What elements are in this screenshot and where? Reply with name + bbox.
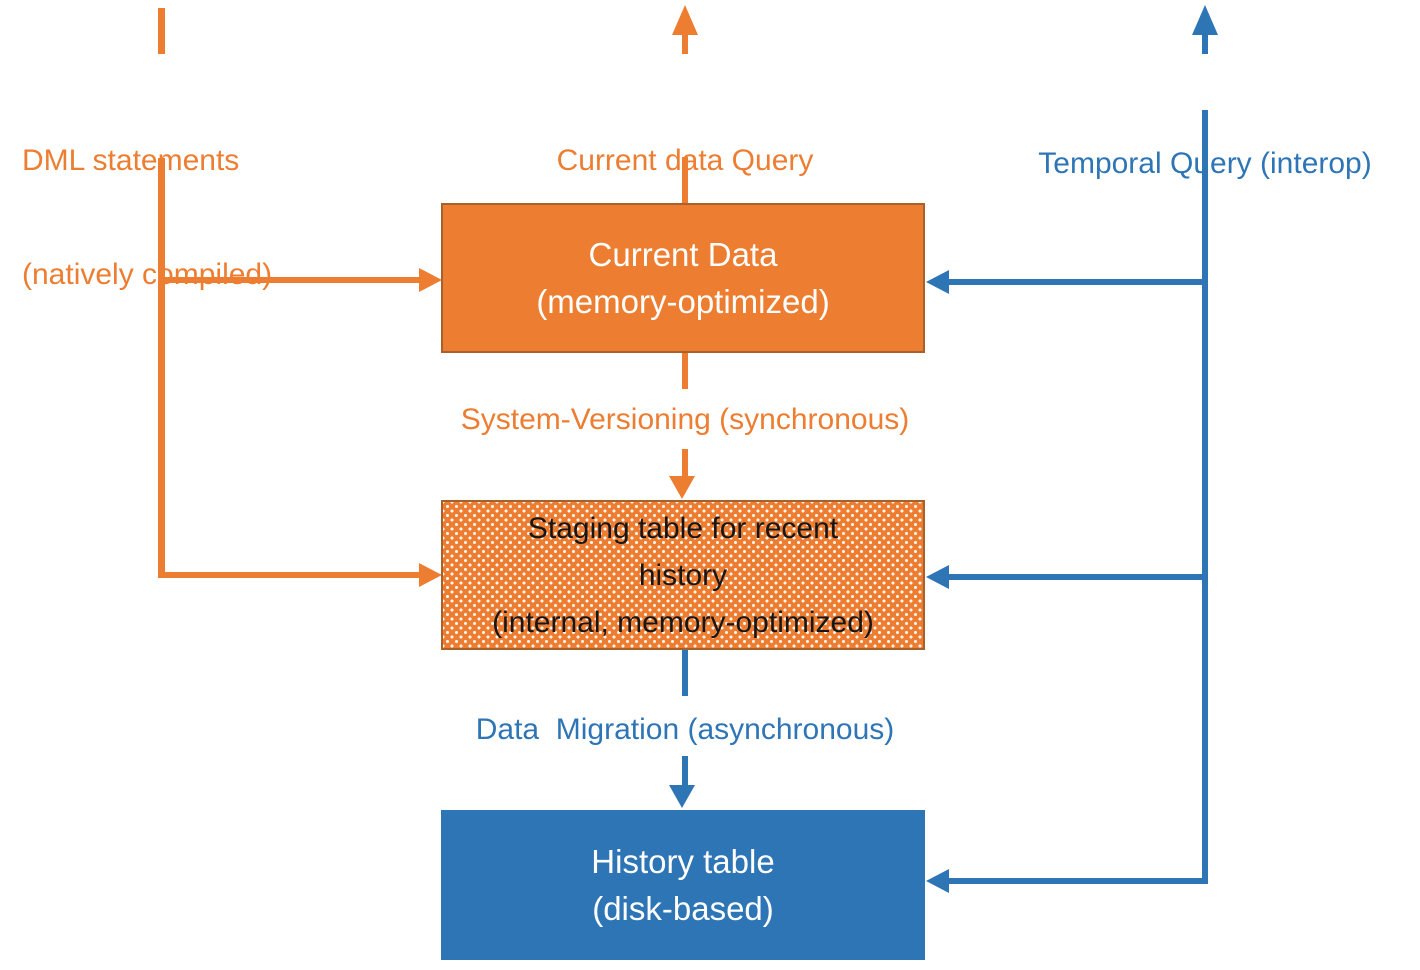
arrowhead-temporal-to-history-icon: [926, 869, 949, 893]
dml-statements-label-line2: (natively compiled): [22, 258, 273, 291]
arrowhead-dml-to-staging-icon: [419, 563, 442, 587]
temporal-query-label-line1: Temporal Query (interop): [1038, 147, 1372, 180]
history-table-node-line2: (disk-based): [592, 890, 774, 927]
current-query-arrow-tail-line: [682, 33, 688, 54]
temporal-branch-to-history-line: [948, 878, 1204, 884]
current-query-to-box-line: [682, 157, 688, 203]
temporal-query-arrow-tail-line: [1202, 33, 1208, 54]
staging-table-node-line1: Staging table for recent: [527, 511, 839, 545]
dml-branch-to-staging-line: [161, 572, 419, 578]
current-data-node: Current Data (memory-optimized): [441, 203, 925, 353]
data-migration-label: Data Migration (asynchronous): [475, 713, 895, 746]
arrowhead-temporal-to-staging-icon: [926, 565, 949, 589]
data-migration-line-upper: [682, 650, 688, 696]
arrowhead-temporal-query-up-icon: [1192, 5, 1218, 35]
dml-line-top-segment: [158, 8, 165, 54]
history-table-node-line1: History table: [591, 843, 775, 880]
arrowhead-system-versioning-down-icon: [669, 476, 695, 499]
staging-table-node: Staging table for recent history (intern…: [441, 500, 925, 650]
system-versioning-label: System-Versioning (synchronous): [460, 403, 910, 436]
arrowhead-current-query-up-icon: [672, 5, 698, 35]
arrowhead-dml-to-current-data-icon: [419, 268, 442, 292]
arrowhead-data-migration-down-icon: [669, 785, 695, 808]
temporal-branch-to-current-data-line: [948, 279, 1204, 285]
arrowhead-temporal-to-current-data-icon: [926, 270, 949, 294]
staging-table-node-line3: (internal, memory-optimized): [492, 605, 874, 639]
current-data-node-line1: Current Data: [588, 236, 778, 273]
dml-line-vertical: [158, 158, 165, 578]
dml-statements-label: DML statements (natively compiled): [22, 66, 342, 370]
dml-branch-to-current-data-line: [161, 277, 419, 283]
system-versioning-line-upper: [682, 353, 688, 389]
current-data-node-line2: (memory-optimized): [536, 283, 830, 320]
data-migration-line-lower: [682, 756, 688, 786]
system-versioning-line-lower: [682, 449, 688, 479]
staging-table-node-line2: history: [638, 558, 728, 592]
history-table-node: History table (disk-based): [441, 810, 925, 960]
temporal-branch-to-staging-line: [948, 574, 1204, 580]
dml-statements-label-line1: DML statements: [22, 144, 240, 177]
temporal-query-vertical-line: [1202, 110, 1208, 884]
current-data-query-label-line1: Current data Query: [556, 144, 814, 177]
temporal-query-label: Temporal Query (interop): [1005, 64, 1405, 264]
